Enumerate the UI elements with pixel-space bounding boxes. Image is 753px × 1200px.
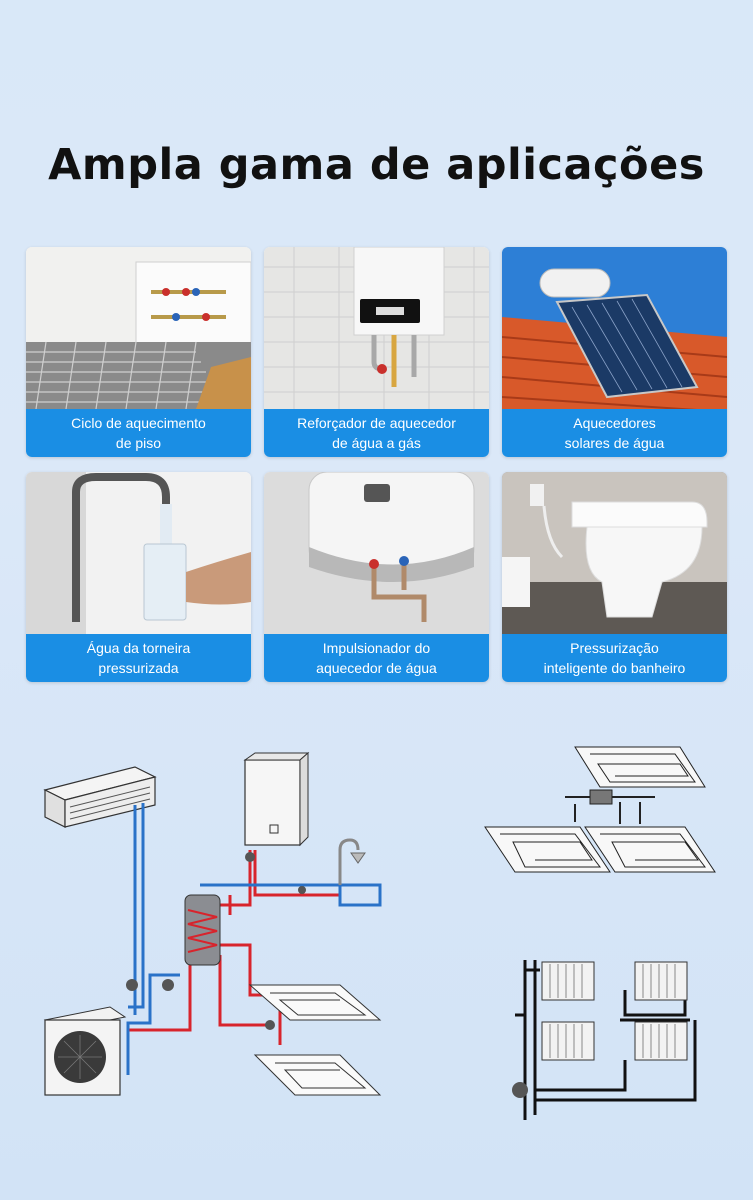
caption-line: pressurizada xyxy=(98,660,179,676)
caption-line: Impulsionador do xyxy=(322,640,431,656)
water-tank xyxy=(184,894,221,966)
card-caption: Reforçador de aquecedor de água a gás xyxy=(264,409,489,457)
caption-line: solares de água xyxy=(564,435,665,451)
solar-heater-image xyxy=(502,247,727,409)
heat-pump-system-diagram xyxy=(43,751,382,1096)
card-water-heater-booster: Impulsionador do aquecedor de água xyxy=(264,472,489,682)
card-caption: Impulsionador do aquecedor de água xyxy=(264,634,489,682)
tap-water-image xyxy=(26,472,251,634)
circulation-pumps xyxy=(126,852,306,1030)
floor-heating-panels xyxy=(248,984,382,1096)
gas-boiler xyxy=(243,751,310,847)
shower-head xyxy=(338,838,366,885)
caption-line: Pressurização xyxy=(570,640,659,656)
caption-line: de piso xyxy=(115,435,162,451)
caption-line: de água a gás xyxy=(332,435,421,451)
caption-line: Aquecedores xyxy=(573,415,656,431)
radiator-system-diagram xyxy=(512,960,697,1120)
floor-heating-layout-diagram xyxy=(484,746,716,873)
card-caption: Pressurização inteligente do banheiro xyxy=(502,634,727,682)
card-smart-bathroom: Pressurização inteligente do banheiro xyxy=(502,472,727,682)
floor-heating-image xyxy=(26,247,251,409)
gas-heater-image xyxy=(264,247,489,409)
water-heater-image xyxy=(264,472,489,634)
caption-line: aquecedor de água xyxy=(316,660,437,676)
page-title: Ampla gama de aplicações xyxy=(48,140,705,190)
outdoor-heat-pump xyxy=(43,1006,127,1096)
card-floor-heating: Ciclo de aquecimento de piso xyxy=(26,247,251,457)
radiators xyxy=(541,961,688,1061)
toilet-image xyxy=(502,472,727,634)
caption-line: Reforçador de aquecedor xyxy=(297,415,456,431)
card-caption: Aquecedores solares de água xyxy=(502,409,727,457)
caption-line: Água da torneira xyxy=(86,640,191,656)
indoor-ac-unit xyxy=(43,766,157,828)
card-caption: Água da torneira pressurizada xyxy=(26,634,251,682)
card-caption: Ciclo de aquecimento de piso xyxy=(26,409,251,457)
card-solar-heater: Aquecedores solares de água xyxy=(502,247,727,457)
radiator-pump xyxy=(512,1082,528,1098)
caption-line: Ciclo de aquecimento xyxy=(71,415,206,431)
card-gas-heater-booster: Reforçador de aquecedor de água a gás xyxy=(264,247,489,457)
card-pressurized-tap: Água da torneira pressurizada xyxy=(26,472,251,682)
caption-line: inteligente do banheiro xyxy=(543,660,686,676)
